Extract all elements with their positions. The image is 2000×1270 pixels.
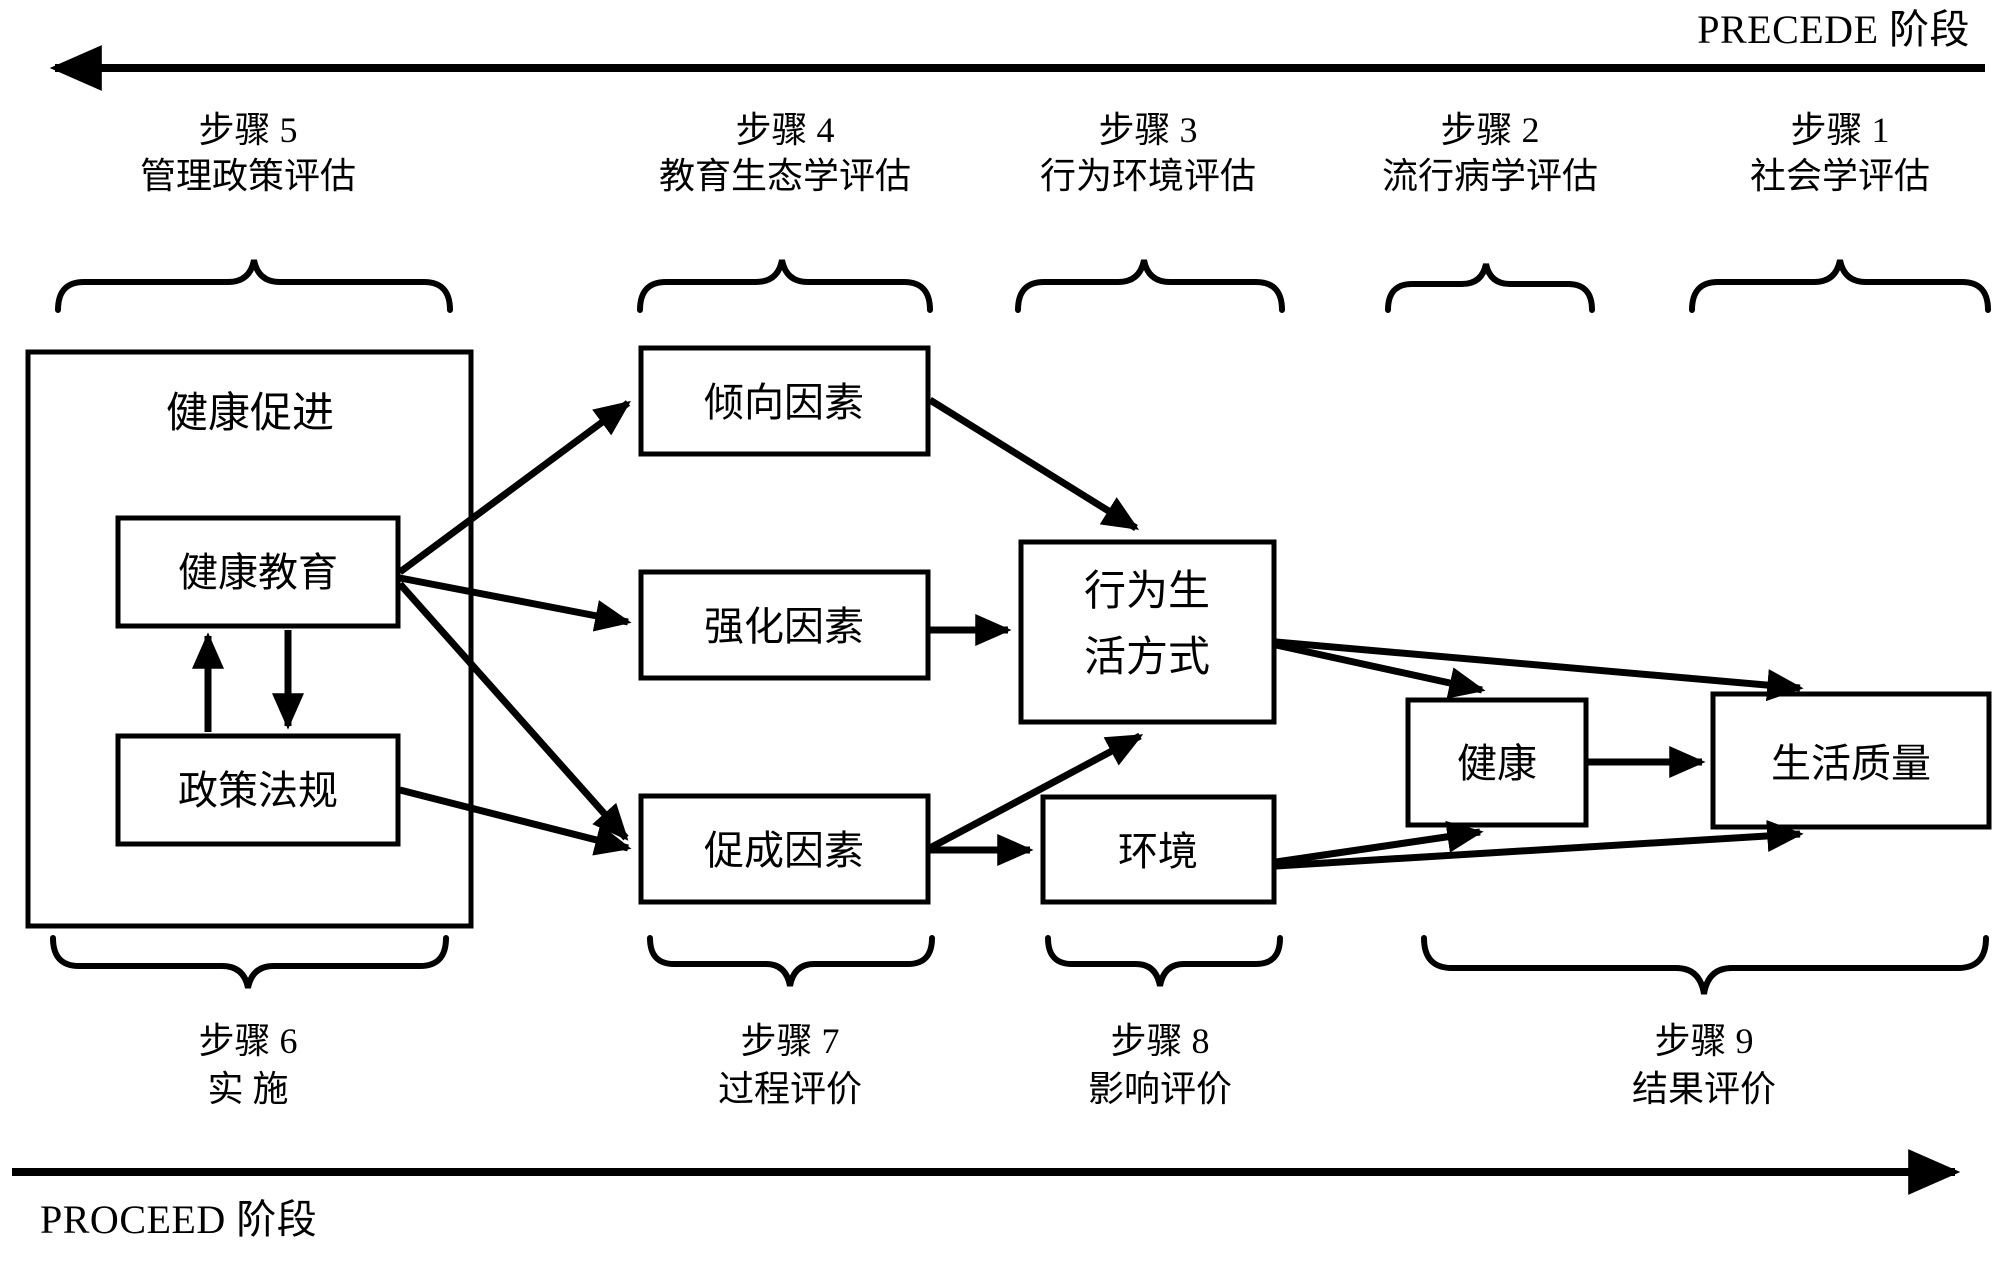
top-step-4-name: 教育生态学评估	[658, 156, 912, 196]
boxes	[25, 345, 1992, 929]
box-behavior-lifestyle[interactable]	[1018, 539, 1277, 725]
top-step-2-name: 流行病学评估	[1381, 156, 1599, 196]
brace-top-step1	[1689, 259, 1991, 313]
top-step-1-number: 步骤 1	[1790, 110, 1890, 150]
label-reinforcing-factors: 强化因素	[704, 604, 864, 649]
edge-behavior-to-health	[1275, 641, 1486, 699]
top-step-5-name: 管理政策评估	[139, 156, 357, 196]
brace-top-step3	[1015, 259, 1285, 313]
box-enabling-factors[interactable]	[638, 793, 931, 905]
box-environment[interactable]	[1040, 794, 1277, 905]
label-behavior-lifestyle-line1: 行为生	[1083, 569, 1211, 615]
bottom-step-9-name: 结果评价	[1631, 1069, 1777, 1109]
top-step-3-name: 行为环境评估	[1039, 156, 1257, 196]
box-health-education[interactable]	[115, 515, 401, 629]
bottom-braces	[50, 935, 1989, 995]
brace-bottom-step7	[647, 935, 935, 987]
top-step-3-number: 步骤 3	[1098, 110, 1198, 150]
precede-phase-label: PRECEDE 阶段	[1697, 7, 1970, 52]
brace-top-step2	[1385, 263, 1595, 313]
label-quality-of-life: 生活质量	[1771, 741, 1931, 786]
label-policy-regulation: 政策法规	[178, 768, 338, 813]
edge-environment-to-qol	[1275, 820, 1804, 870]
label-predisposing-factors: 倾向因素	[704, 380, 864, 425]
edge-environment-to-health	[1275, 820, 1484, 866]
brace-top-step4	[637, 259, 933, 313]
bottom-step-6-name: 实 施	[207, 1069, 289, 1109]
brace-bottom-step8	[1045, 935, 1283, 987]
brace-top-step5	[55, 259, 453, 313]
top-step-2-number: 步骤 2	[1440, 110, 1540, 150]
label-health-promotion: 健康促进	[165, 391, 335, 437]
label-health-education: 健康教育	[178, 550, 338, 595]
box-quality-of-life[interactable]	[1710, 691, 1992, 830]
edge-enabling-to-behavior	[928, 732, 1144, 852]
bottom-step-7-number: 步骤 7	[740, 1021, 840, 1061]
box-predisposing-factors[interactable]	[638, 345, 931, 457]
edge-edu-to-enabling	[397, 581, 629, 841]
bottom-step-8-number: 步骤 8	[1110, 1021, 1210, 1061]
bottom-step-9-number: 步骤 9	[1654, 1021, 1754, 1061]
top-step-5-number: 步骤 5	[198, 110, 298, 150]
bottom-step-6-number: 步骤 6	[198, 1021, 298, 1061]
top-step-4-number: 步骤 4	[735, 110, 835, 150]
top-step-1-name: 社会学评估	[1749, 156, 1931, 196]
edge-behavior-to-qol	[1275, 638, 1804, 702]
label-enabling-factors: 促成因素	[704, 828, 864, 873]
top-braces	[55, 259, 1991, 313]
label-health: 健康	[1457, 741, 1537, 786]
label-environment: 环境	[1118, 829, 1198, 874]
bottom-step-8-name: 影响评价	[1087, 1069, 1233, 1109]
box-policy-regulation[interactable]	[115, 733, 401, 847]
label-behavior-lifestyle-line2: 活方式	[1083, 635, 1211, 681]
brace-bottom-step9	[1421, 935, 1989, 995]
edge-policy-to-enabling	[399, 786, 632, 856]
box-reinforcing-factors[interactable]	[638, 569, 931, 681]
edge-predisposing-to-behavior	[928, 397, 1140, 531]
proceed-phase-label: PROCEED 阶段	[40, 1197, 318, 1242]
brace-bottom-step6	[50, 935, 449, 989]
connectors	[191, 397, 1804, 870]
bottom-step-7-name: 过程评价	[717, 1069, 863, 1109]
box-health[interactable]	[1405, 697, 1589, 828]
edge-edu-to-predisposing	[397, 400, 631, 575]
edge-edu-to-reinforcing	[399, 574, 632, 632]
